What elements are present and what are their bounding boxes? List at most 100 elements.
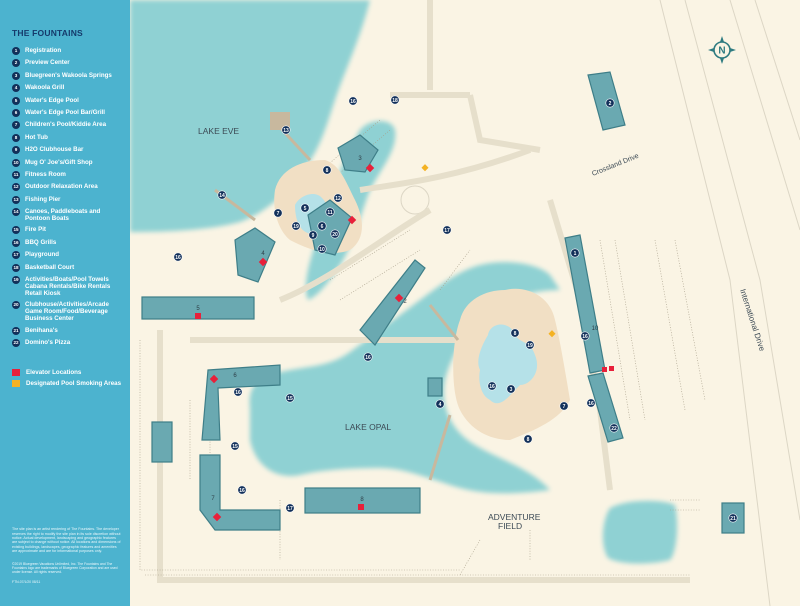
building-label-3: 3 — [358, 156, 362, 162]
amenity-pin-16[interactable]: 16 — [348, 96, 358, 106]
lake-eve-label: LAKE EVE — [198, 126, 239, 136]
compass-icon: N — [708, 36, 736, 64]
amenity-pin-16[interactable]: 16 — [586, 398, 596, 408]
legend-number-badge: 2 — [12, 59, 20, 68]
amenity-pin-4[interactable]: 4 — [435, 399, 445, 409]
smoking-key-label: Designated Pool Smoking Areas — [26, 380, 122, 388]
adventure-field-label-2: FIELD — [498, 521, 522, 531]
legend-number-badge: 14 — [12, 208, 20, 217]
svg-text:10: 10 — [319, 247, 325, 253]
amenity-pin-1[interactable]: 1 — [570, 248, 580, 258]
svg-text:5: 5 — [304, 206, 307, 212]
buildings — [141, 71, 745, 534]
building-2-main — [359, 259, 426, 346]
svg-text:16: 16 — [489, 384, 495, 390]
fishing-pier-deck — [270, 112, 290, 130]
legend-item: 2 Preview Center — [12, 59, 124, 68]
svg-text:16: 16 — [235, 390, 241, 396]
legend-number-badge: 1 — [12, 47, 20, 55]
amenity-pin-8[interactable]: 8 — [523, 434, 533, 444]
amenity-pin-8[interactable]: 8 — [322, 165, 332, 175]
amenity-pin-21[interactable]: 21 — [728, 513, 738, 523]
svg-text:15: 15 — [287, 396, 293, 402]
legend-item-label: Registration — [25, 47, 62, 54]
symbol-key: Elevator Locations Designated Pool Smoki… — [12, 369, 124, 388]
legend-number-badge: 21 — [12, 326, 20, 335]
amenity-pin-6[interactable]: 6 — [317, 221, 327, 231]
legend-item-label: Clubhouse/Activities/Arcade Game Room/Fo… — [25, 301, 109, 323]
elevator-swatch-icon — [12, 369, 20, 377]
road-network — [157, 0, 800, 606]
amenity-pin-7[interactable]: 7 — [273, 208, 283, 218]
amenity-pin-16[interactable]: 16 — [487, 381, 497, 391]
legend-number-badge: 8 — [12, 133, 20, 142]
legend-item-label: Fitness Room — [25, 170, 66, 178]
amenity-pin-19[interactable]: 19 — [291, 221, 301, 231]
amenity-pin-5[interactable]: 5 — [300, 203, 310, 213]
legend-number-badge: 5 — [12, 96, 20, 105]
compass-north-label: N — [718, 46, 725, 57]
amenity-pin-13[interactable]: 13 — [281, 125, 291, 135]
svg-text:19: 19 — [293, 224, 299, 230]
amenity-pin-8[interactable]: 8 — [510, 328, 520, 338]
amenity-pin-10[interactable]: 10 — [317, 244, 327, 254]
amenity-pin-15[interactable]: 15 — [230, 441, 240, 451]
amenity-pin-19[interactable]: 19 — [525, 340, 535, 350]
amenity-pin-7[interactable]: 7 — [559, 401, 569, 411]
amenity-pin-20[interactable]: 20 — [330, 229, 340, 239]
legend-number-badge: 22 — [12, 339, 20, 348]
svg-text:8: 8 — [527, 437, 530, 443]
legend-item-label: Preview Center — [25, 59, 70, 67]
amenity-pin-16[interactable]: 16 — [233, 387, 243, 397]
svg-text:8: 8 — [326, 168, 329, 174]
amenity-pin-22[interactable]: 22 — [609, 423, 619, 433]
amenity-pin-16[interactable]: 16 — [363, 352, 373, 362]
svg-text:21: 21 — [730, 516, 736, 522]
amenity-pin-9[interactable]: 9 — [308, 230, 318, 240]
amenity-pin-2[interactable]: 2 — [605, 98, 615, 108]
amenity-pin-16[interactable]: 16 — [173, 252, 183, 262]
legend-item-label: Canoes, Paddleboats and Pontoon Boats — [25, 208, 101, 223]
resort-map[interactable]: 3 4 5 6 7 8 2 10 12345678910111213141516… — [130, 0, 800, 606]
legend-item-label: Bluegreen's Wakoola Springs — [25, 71, 112, 79]
lake-opal-label: LAKE OPAL — [345, 422, 391, 432]
amenity-pin-14[interactable]: 14 — [217, 190, 227, 200]
svg-text:17: 17 — [444, 228, 450, 234]
svg-text:9: 9 — [312, 233, 315, 239]
svg-text:16: 16 — [588, 401, 594, 407]
legend-item-label: Outdoor Relaxation Area — [25, 183, 98, 191]
elevator-key: Elevator Locations — [12, 369, 124, 377]
svg-text:16: 16 — [175, 255, 181, 261]
amenity-pin-16[interactable]: 16 — [237, 485, 247, 495]
building-label-4: 4 — [261, 251, 265, 257]
svg-text:4: 4 — [439, 402, 442, 408]
building-label-5: 5 — [196, 306, 200, 312]
pond-southeast — [602, 500, 678, 564]
amenity-pin-12[interactable]: 12 — [333, 193, 343, 203]
building-label-8: 8 — [360, 497, 364, 503]
amenity-pin-3[interactable]: 3 — [506, 384, 516, 394]
amenity-pin-16[interactable]: 16 — [580, 331, 590, 341]
amenity-pin-11[interactable]: 11 — [325, 207, 335, 217]
building-label-7: 7 — [211, 496, 215, 502]
svg-text:3: 3 — [510, 387, 513, 393]
amenity-pin-17[interactable]: 17 — [285, 503, 295, 513]
disclaimer-text: The site plan is an artist rendering of … — [12, 527, 121, 554]
amenity-pin-18[interactable]: 18 — [390, 95, 400, 105]
amenity-pin-17[interactable]: 17 — [442, 225, 452, 235]
legend-item: 1 Registration — [12, 47, 124, 55]
amenity-pin-15[interactable]: 15 — [285, 393, 295, 403]
svg-text:8: 8 — [514, 331, 517, 337]
svg-text:13: 13 — [283, 128, 289, 134]
